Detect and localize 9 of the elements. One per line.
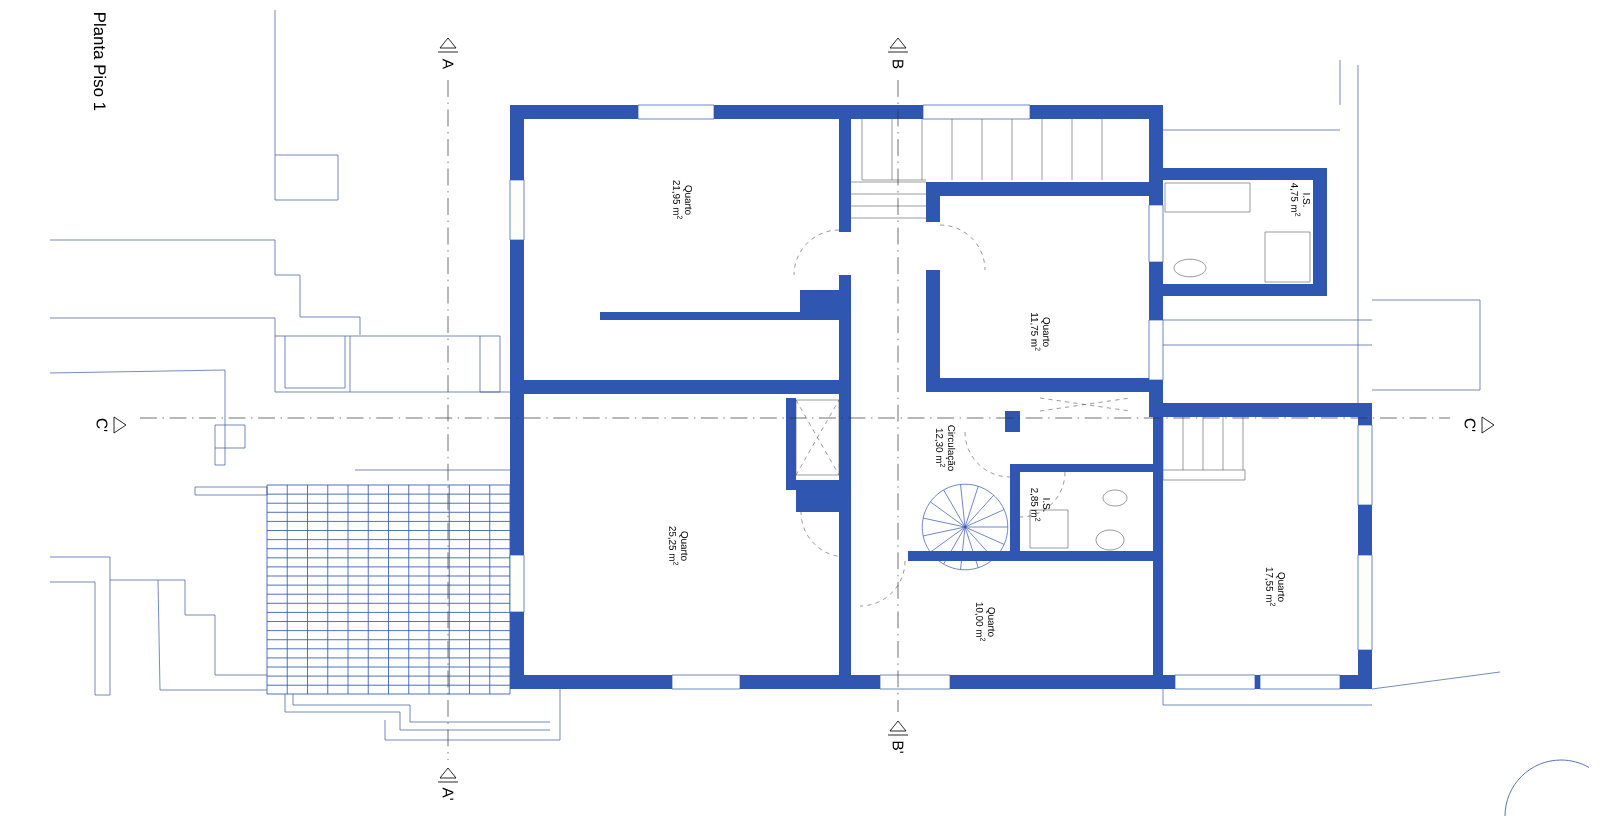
room-label: Quarto 21,95 m$^{2}$ [671, 180, 693, 220]
room-label: I.S. 2,85 m$^{2}$ [1029, 488, 1051, 522]
room-label: Quarto 10,00 m$^{2}$ [974, 602, 996, 642]
room-label: Quarto 17,55 m$^{2}$ [1265, 567, 1286, 607]
plan-title: Planta Piso 1 [93, 13, 107, 111]
room-label: Quarto 25,25 m$^{2}$ [667, 526, 689, 566]
room-label: I.S. 4,75 m$^{2}$ [1289, 182, 1311, 217]
room-label: Circulação 12,30 m$^{2}$ [934, 425, 956, 471]
room-label: Quarto 11,75 m$^{2}$ [1029, 313, 1051, 351]
